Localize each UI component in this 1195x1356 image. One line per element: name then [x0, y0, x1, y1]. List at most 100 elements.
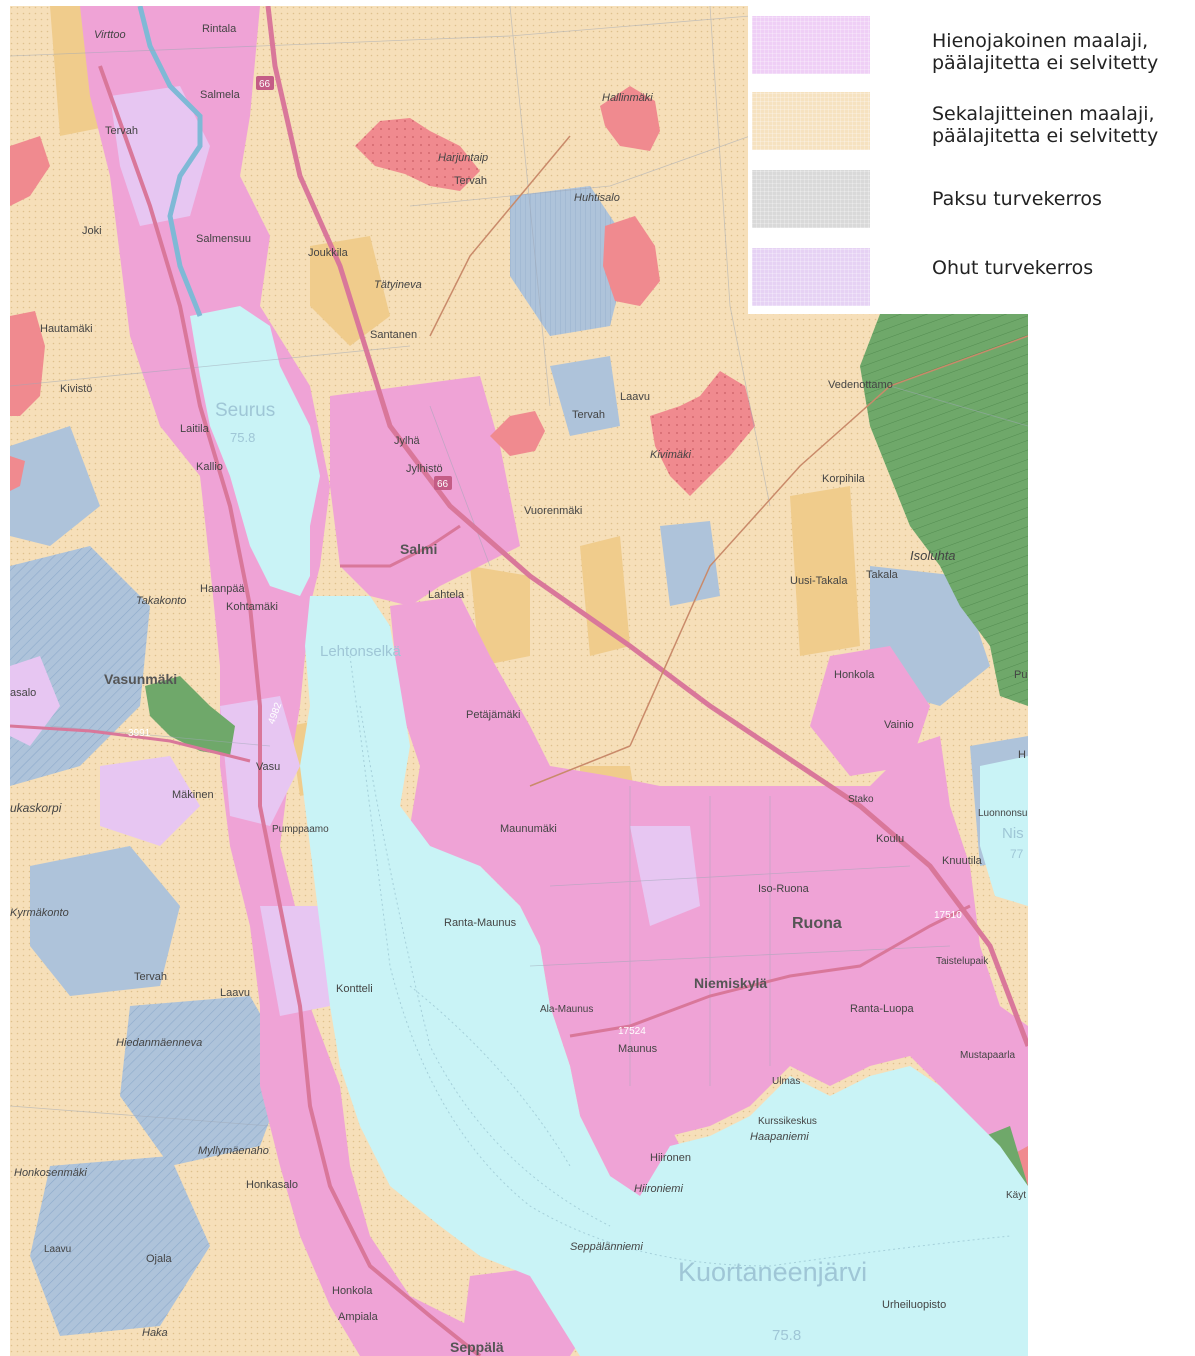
place-urheiluopisto: Urheiluopisto	[882, 1299, 946, 1311]
place-makinen: Mäkinen	[172, 789, 214, 801]
place-laavu-2: Laavu	[220, 987, 250, 999]
place-maunumaki: Maunumäki	[500, 823, 557, 835]
place-h: H	[1018, 749, 1026, 761]
place-laavu-1: Laavu	[620, 391, 650, 403]
road-number-17510: 17510	[934, 910, 962, 921]
place-honkasalo: Honkasalo	[246, 1179, 298, 1191]
place-takala: Takala	[866, 569, 899, 581]
place-tervah-1: Tervah	[105, 125, 138, 137]
place-santanen: Santanen	[370, 329, 417, 341]
place-vasu: Vasu	[256, 761, 280, 773]
lake-lehtonselka: Lehtonselkä	[320, 643, 402, 660]
place-harjuntaip: Harjuntaip	[438, 152, 488, 164]
legend-swatch-fine-soil	[752, 16, 870, 74]
legend-label-thin-peat: Ohut turvekerros	[932, 257, 1094, 279]
road-number-66b: 66	[437, 479, 449, 490]
place-kyrmakonto: Kyrmäkonto	[10, 907, 69, 919]
place-mustapaarla: Mustapaarla	[960, 1050, 1015, 1061]
field-lines	[10, 6, 1028, 1127]
place-kohtamaki: Kohtamäki	[226, 601, 278, 613]
lake-labels: Seurus 75.8 Lehtonselkä Kuortaneenjärvi …	[215, 400, 1024, 1344]
place-ojala: Ojala	[146, 1253, 173, 1265]
place-honkosenmaki: Honkosenmäki	[14, 1167, 87, 1179]
place-maunus: Maunus	[618, 1043, 658, 1055]
road-number-17524: 17524	[618, 1026, 646, 1037]
place-salmensuu: Salmensuu	[196, 233, 251, 245]
place-iso-ruona: Iso-Ruona	[758, 883, 810, 895]
place-salmi: Salmi	[400, 541, 437, 557]
place-joki: Joki	[82, 225, 102, 237]
place-hiironiemi: Hiironiemi	[634, 1183, 683, 1195]
place-haka: Haka	[142, 1327, 168, 1339]
road-connector	[340, 524, 461, 568]
place-huhtisalo: Huhtisalo	[574, 192, 620, 204]
place-honkola-1: Honkola	[834, 669, 875, 681]
place-hiedanmaenneva: Hiedanmäenneva	[116, 1037, 202, 1049]
place-takakonto: Takakonto	[136, 595, 186, 607]
road-number-3991: 3991	[128, 728, 151, 739]
depth-contours	[349, 655, 1011, 1267]
place-rintala: Rintala	[202, 23, 237, 35]
place-joukkila: Joukkila	[308, 247, 349, 259]
road-17524	[569, 904, 971, 1038]
place-seppalanniemi: Seppälänniemi	[570, 1241, 643, 1253]
place-koulu: Koulu	[876, 833, 904, 845]
place-vedenottamo: Vedenottamo	[828, 379, 893, 391]
place-kurssikeskus: Kurssikeskus	[758, 1116, 817, 1127]
place-ranta-maunus: Ranta-Maunus	[444, 917, 517, 929]
place-knuutila: Knuutila	[942, 855, 983, 867]
map-legend: Hienojakoinen maalaji, päälajitetta ei s…	[748, 6, 1195, 314]
place-tervah-2: Tervah	[454, 175, 487, 187]
legend-swatch-mixed-soil	[752, 92, 870, 150]
place-jylhisto: Jylhistö	[406, 463, 443, 475]
place-haanpaa: Haanpää	[200, 583, 246, 595]
lake-kuortaneenjarvi-depth: 75.8	[772, 1327, 801, 1344]
place-seppala: Seppälä	[450, 1339, 504, 1355]
place-haapaniemi: Haapaniemi	[750, 1131, 809, 1143]
place-vuorenmaki: Vuorenmäki	[524, 505, 582, 517]
place-uusi-takala: Uusi-Takala	[790, 575, 848, 587]
place-vainio: Vainio	[884, 719, 914, 731]
place-laitila: Laitila	[180, 423, 210, 435]
place-laavu-3: Laavu	[44, 1244, 71, 1255]
road-3991	[10, 724, 251, 763]
road-minor-2	[429, 135, 571, 337]
place-ala-maunus: Ala-Maunus	[540, 1004, 593, 1015]
place-stako: Stako	[848, 794, 874, 805]
road-minor-3	[529, 745, 631, 787]
place-tatyineva: Tätyineva	[374, 279, 422, 291]
place-honkola-2: Honkola	[332, 1285, 373, 1297]
peat-hatching	[10, 186, 630, 1336]
place-salmela: Salmela	[200, 89, 241, 101]
road-numbers: 66 66 4982 3991 17524 17510	[128, 76, 962, 1037]
place-lahtela: Lahtela	[428, 589, 465, 601]
place-kayt: Käyt	[1006, 1190, 1026, 1201]
place-hautamaki: Hautamäki	[40, 323, 93, 335]
place-myllymaenaho: Myllymäenaho	[198, 1145, 269, 1157]
place-labels: Virttoo Rintala Salmela Tervah Hallinmäk…	[10, 23, 1028, 1339]
place-tervah-4: Tervah	[134, 971, 167, 983]
place-kivisto: Kivistö	[60, 383, 92, 395]
place-luonnonsu: Luonnonsu	[978, 808, 1028, 819]
place-asalo: asalo	[10, 687, 36, 699]
legend-label-thick-peat: Paksu turvekerros	[932, 188, 1102, 210]
road-66	[265, 6, 1028, 1047]
lake-seurus: Seurus	[215, 400, 275, 421]
place-pu: Pu	[1014, 669, 1027, 681]
legend-swatch-thick-peat	[752, 170, 870, 228]
place-jylha: Jylhä	[394, 435, 421, 447]
road-minor-1	[629, 335, 1028, 747]
place-virttoo: Virttoo	[94, 29, 126, 41]
place-kallio: Kallio	[196, 461, 223, 473]
place-petajamaki: Petäjämäki	[466, 709, 520, 721]
lake-seurus-depth: 75.8	[230, 430, 255, 445]
place-ruona: Ruona	[792, 915, 842, 932]
place-ulmas: Ulmas	[772, 1076, 800, 1087]
legend-swatch-thin-peat	[752, 248, 870, 306]
place-ukaskorpi: ukaskorpi	[10, 801, 62, 815]
place-niemiskyla: Niemiskylä	[694, 975, 767, 991]
place-ranta-luopa: Ranta-Luopa	[850, 1003, 914, 1015]
place-ampiala: Ampiala	[338, 1311, 379, 1323]
roads	[10, 6, 1028, 1356]
lake-nis: Nis	[1002, 825, 1024, 842]
